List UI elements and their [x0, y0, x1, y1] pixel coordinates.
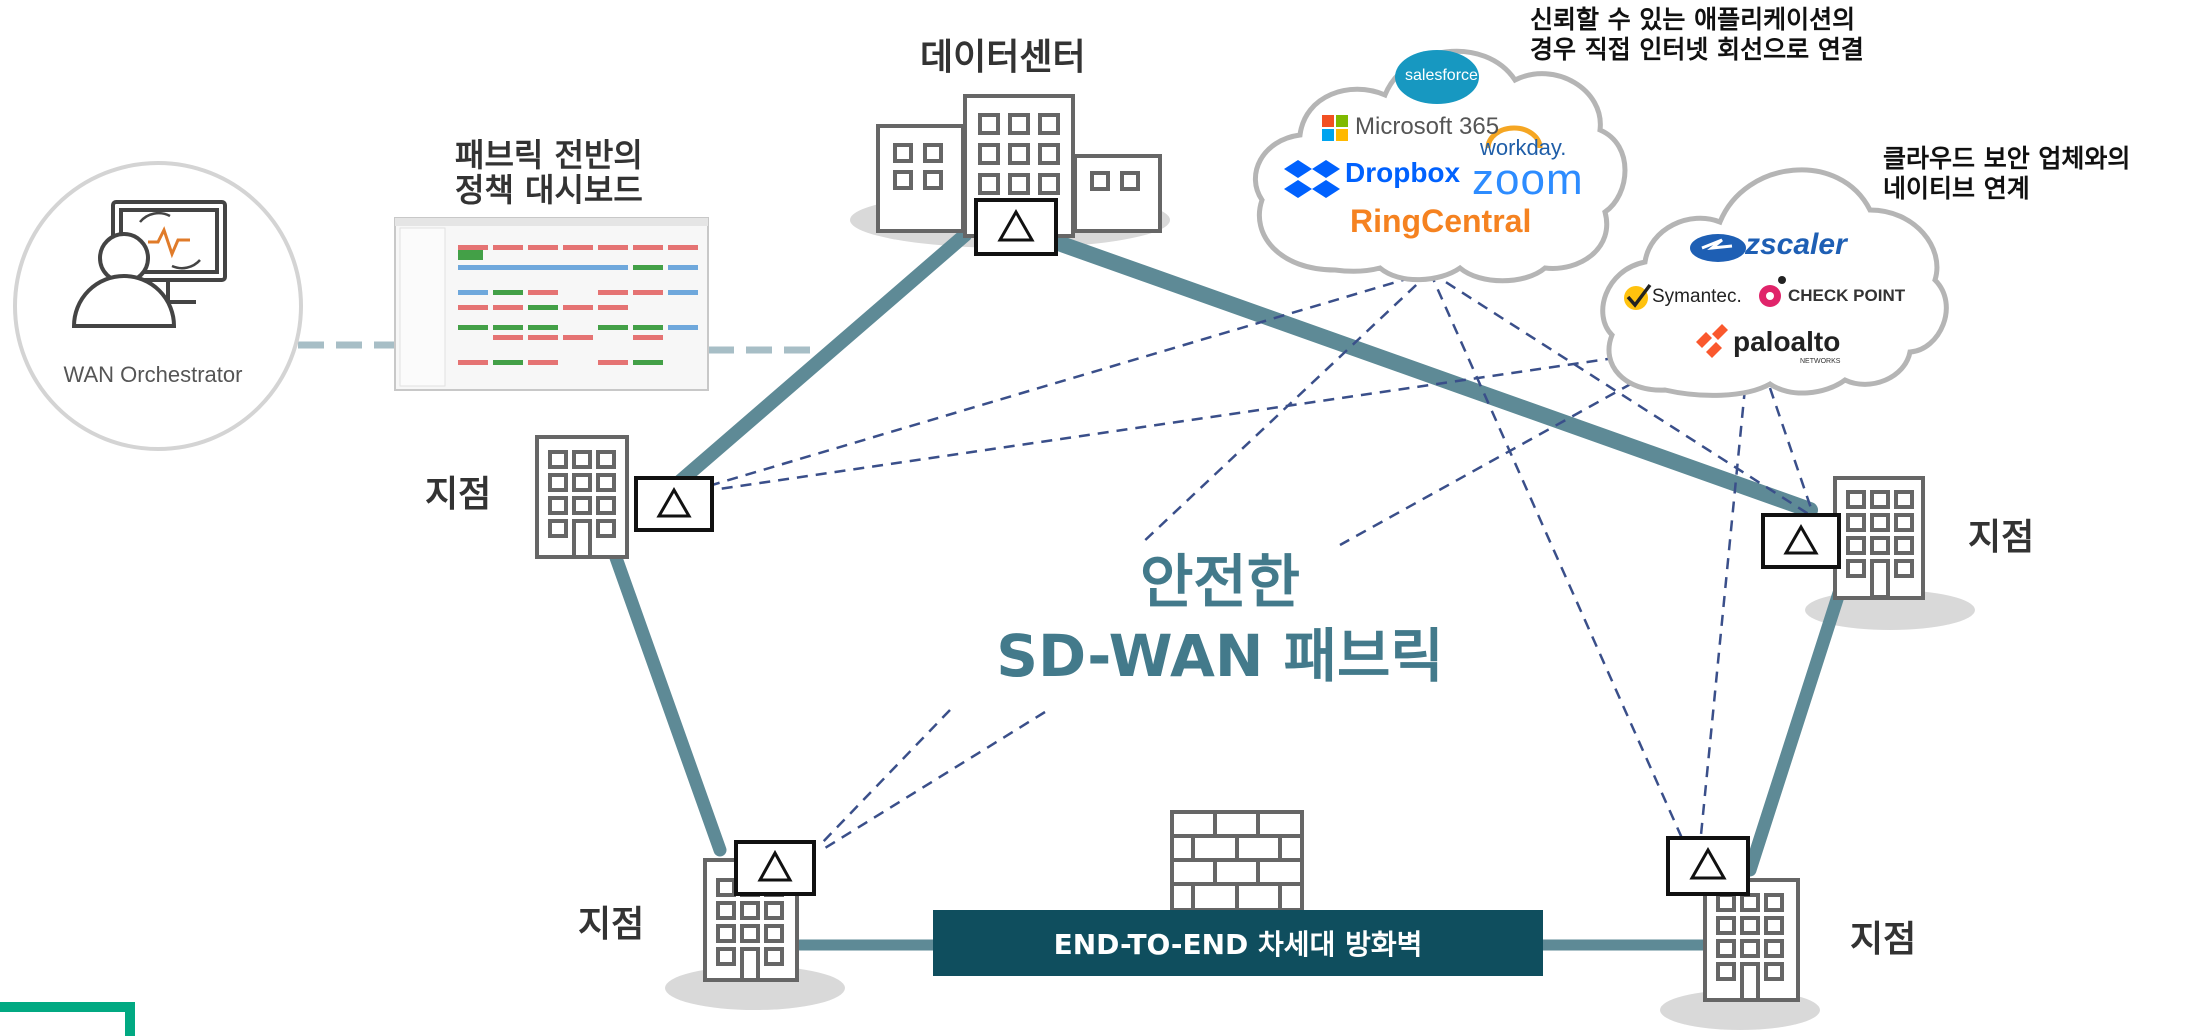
firewall-brick-icon	[1170, 810, 1304, 912]
fabric-lines	[608, 228, 1847, 951]
datacenter-building	[876, 94, 1162, 238]
dashboard-caption-line2: 정책 대시보드	[455, 171, 643, 209]
saas-note-line1: 신뢰할 수 있는 애플리케이션의	[1530, 5, 1856, 34]
policy-dashboard-thumbnail	[394, 217, 709, 391]
firewall-bar: END-TO-END 차세대 방화벽	[933, 910, 1543, 976]
branch-left-edge-appliance	[634, 476, 714, 532]
security-note-line1: 클라우드 보안 업체와의	[1883, 144, 2131, 173]
security-note-line2: 네이티브 연계	[1883, 174, 2030, 203]
branch-right-label: 지점	[1968, 517, 2035, 558]
zoom-logo: zoom	[1472, 155, 1584, 204]
dropbox-logo-icon	[1284, 160, 1340, 198]
checkpoint-logo-icon	[1759, 276, 1786, 307]
orchestrator-label: WAN Orchestrator	[63, 362, 243, 387]
security-cloud	[1600, 167, 1949, 398]
microsoft-logo-icon	[1322, 115, 1348, 141]
microsoft-logo: Microsoft 365	[1355, 113, 1500, 140]
paloalto-logo: paloalto	[1733, 326, 1841, 357]
orchestrator-user-icon	[71, 200, 227, 328]
workday-logo-arc	[1485, 125, 1543, 149]
datacenter-label: 데이터센터	[920, 37, 1086, 78]
workday-logo: workday.	[1480, 135, 1567, 160]
fabric-title-line1: 안전한	[1139, 548, 1301, 616]
salesforce-logo: salesforce	[1405, 67, 1478, 84]
saas-note-line2: 경우 직접 인터넷 회선으로 연결	[1530, 35, 1864, 64]
branch-left-building	[535, 435, 629, 559]
symantec-logo: Symantec.	[1652, 286, 1742, 307]
firewall-label: END-TO-END 차세대 방화벽	[1053, 928, 1423, 961]
fabric-title: 안전한 SD-WAN 패브릭	[940, 545, 1500, 693]
branch-right-edge-appliance	[1761, 513, 1841, 569]
saas-cloud	[1252, 48, 1628, 284]
dashboard-caption-line1: 패브릭 전반의	[455, 136, 643, 174]
zscaler-logo: zscaler	[1745, 228, 1847, 261]
checkpoint-logo: CHECK POINT	[1788, 286, 1906, 305]
branch-bottom-right-label: 지점	[1850, 919, 1917, 960]
paloalto-sub-logo: NETWORKS	[1800, 358, 1841, 365]
branch-bottom-right-building	[1703, 878, 1800, 1002]
ringcentral-logo: RingCentral	[1350, 203, 1532, 239]
brand-accent-bracket	[0, 1002, 135, 1036]
branch-right-building	[1833, 476, 1925, 600]
branch-bottom-right-edge-appliance	[1666, 836, 1750, 896]
dropbox-logo: Dropbox	[1345, 157, 1461, 188]
salesforce-logo-cloud	[1395, 50, 1479, 104]
datacenter-edge-appliance	[974, 198, 1058, 256]
branch-bottom-left-edge-appliance	[734, 840, 816, 896]
fabric-title-line2: SD-WAN 패브릭	[996, 622, 1444, 690]
wan-orchestrator-node	[13, 161, 303, 451]
branch-bottom-left-label: 지점	[578, 904, 645, 945]
internet-links	[711, 270, 1817, 850]
branch-left-label: 지점	[425, 474, 492, 515]
zscaler-logo-icon	[1690, 234, 1746, 262]
symantec-logo-icon	[1624, 283, 1652, 310]
paloalto-logo-icon	[1696, 324, 1728, 358]
